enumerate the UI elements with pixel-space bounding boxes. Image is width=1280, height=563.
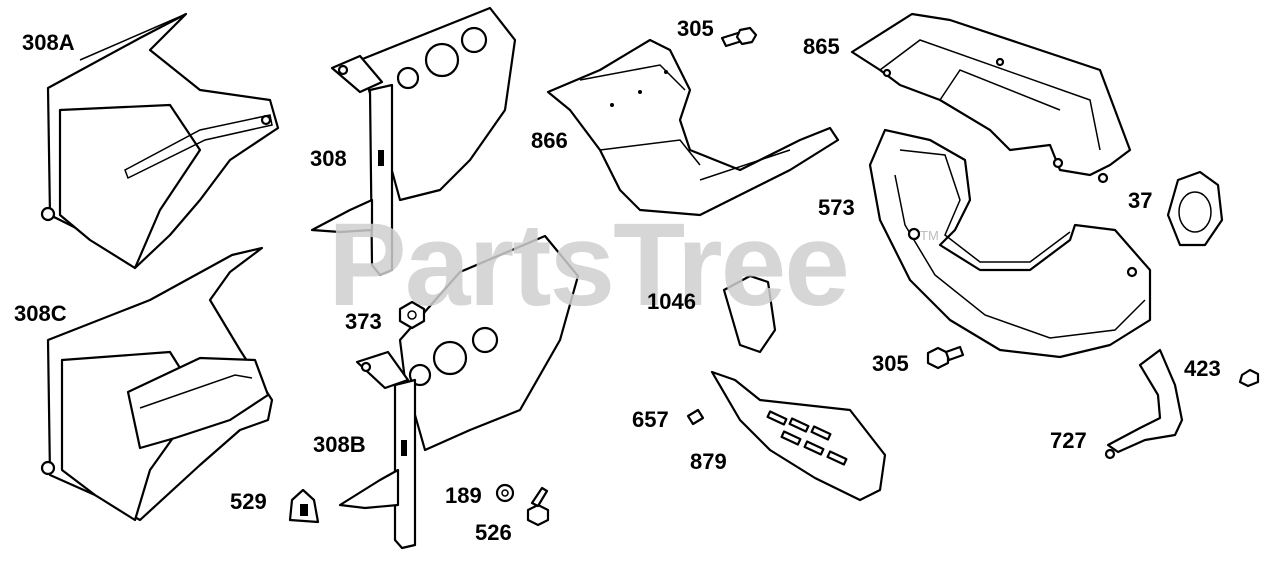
part-373-nut (398, 300, 426, 330)
part-657-screw (686, 408, 705, 426)
callout-879: 879 (690, 449, 727, 474)
callout-305-top: 305 (677, 16, 714, 41)
part-529-grommet (288, 488, 320, 524)
part-866-drawing (546, 38, 840, 217)
part-727-bracket (1104, 348, 1184, 460)
part-305-screw-lower (926, 345, 965, 370)
part-865-drawing (850, 12, 1132, 184)
callout-308C: 308C (14, 301, 67, 326)
part-423-screw (1238, 368, 1260, 388)
callout-373: 373 (345, 309, 382, 334)
callout-423: 423 (1184, 356, 1221, 381)
callout-189: 189 (445, 483, 482, 508)
callout-308: 308 (310, 146, 347, 171)
watermark-trademark: TM (920, 228, 939, 243)
callout-573: 573 (818, 195, 855, 220)
callout-657: 657 (632, 407, 669, 432)
callout-529: 529 (230, 489, 267, 514)
watermark: PartsTree (328, 199, 850, 331)
part-189-washer (495, 483, 515, 503)
callout-866: 866 (531, 128, 568, 153)
callout-37: 37 (1128, 188, 1153, 213)
callout-865: 865 (803, 34, 840, 59)
callout-526: 526 (475, 520, 512, 545)
part-305-screw-top (720, 26, 758, 48)
part-879-plate (710, 370, 887, 502)
part-37-gasket (1166, 170, 1224, 247)
callout-727: 727 (1050, 428, 1087, 453)
part-1046-pad (722, 274, 777, 354)
part-308A-drawing (40, 12, 280, 270)
callout-308A: 308A (22, 30, 75, 55)
part-308B-drawing (338, 234, 580, 550)
callout-1046: 1046 (647, 289, 696, 314)
part-308-drawing (310, 6, 517, 277)
callout-308B: 308B (313, 432, 366, 457)
callout-305-lower: 305 (872, 351, 909, 376)
part-573-drawing (868, 128, 1152, 359)
part-526-screw (526, 486, 550, 527)
part-308C-drawing (40, 246, 274, 522)
